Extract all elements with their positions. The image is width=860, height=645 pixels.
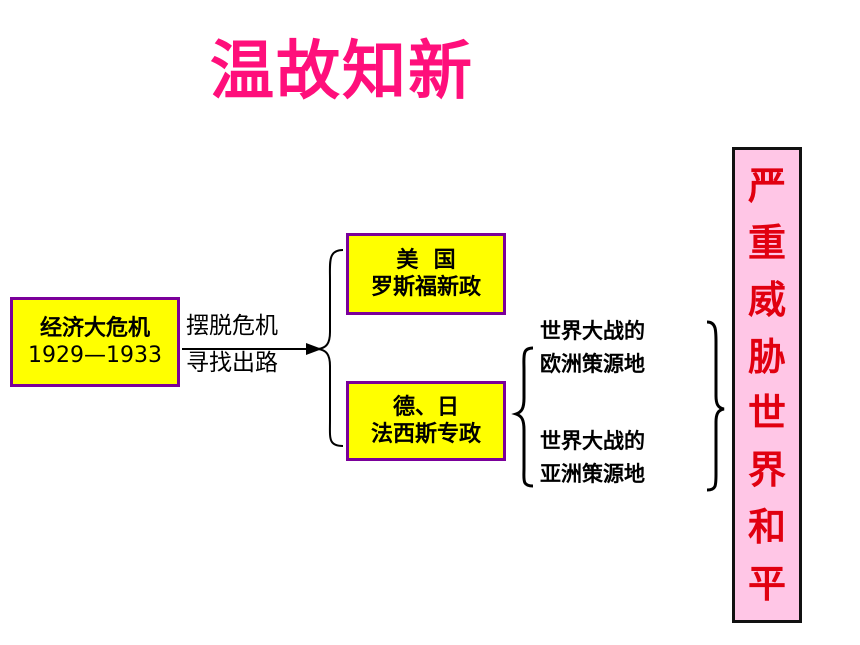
asia-source-text: 世界大战的 亚洲策源地 <box>540 425 645 490</box>
arrow-head-icon <box>306 343 322 355</box>
usa-country: 美 国 <box>396 247 456 273</box>
conclusion-char: 平 <box>747 561 786 606</box>
conclusion-box: 严 重 威 胁 世 界 和 平 <box>732 147 802 623</box>
branch-brace-left <box>317 249 344 447</box>
economic-crisis-box: 经济大危机 1929—1933 <box>10 297 180 387</box>
germany-japan-countries: 德、日 <box>392 394 459 420</box>
conclusion-char: 威 <box>747 277 786 322</box>
arrow-label-bottom: 寻找出路 <box>186 350 278 376</box>
source-brace-right <box>706 320 725 492</box>
usa-box: 美 国 罗斯福新政 <box>346 233 506 315</box>
page-title: 温故知新 <box>210 35 474 109</box>
usa-policy: 罗斯福新政 <box>370 275 481 300</box>
conclusion-char: 世 <box>747 391 786 436</box>
europe-source-line1: 世界大战的 <box>540 319 645 343</box>
conclusion-char: 重 <box>747 221 786 266</box>
crisis-years: 1929—1933 <box>28 343 162 368</box>
europe-source-line2: 欧洲策源地 <box>540 351 645 376</box>
germany-japan-box: 德、日 法西斯专政 <box>346 381 506 461</box>
source-brace-left <box>511 346 534 488</box>
conclusion-char: 界 <box>747 448 786 493</box>
europe-source-text: 世界大战的 欧洲策源地 <box>540 315 645 380</box>
germany-japan-policy: 法西斯专政 <box>370 422 481 447</box>
conclusion-char: 和 <box>747 504 786 549</box>
arrow-label-top: 摆脱危机 <box>186 313 278 339</box>
asia-source-line2: 亚洲策源地 <box>540 461 645 486</box>
conclusion-char: 胁 <box>747 334 786 379</box>
asia-source-line1: 世界大战的 <box>540 429 645 453</box>
crisis-label: 经济大危机 <box>39 315 150 341</box>
conclusion-char: 严 <box>747 164 786 209</box>
